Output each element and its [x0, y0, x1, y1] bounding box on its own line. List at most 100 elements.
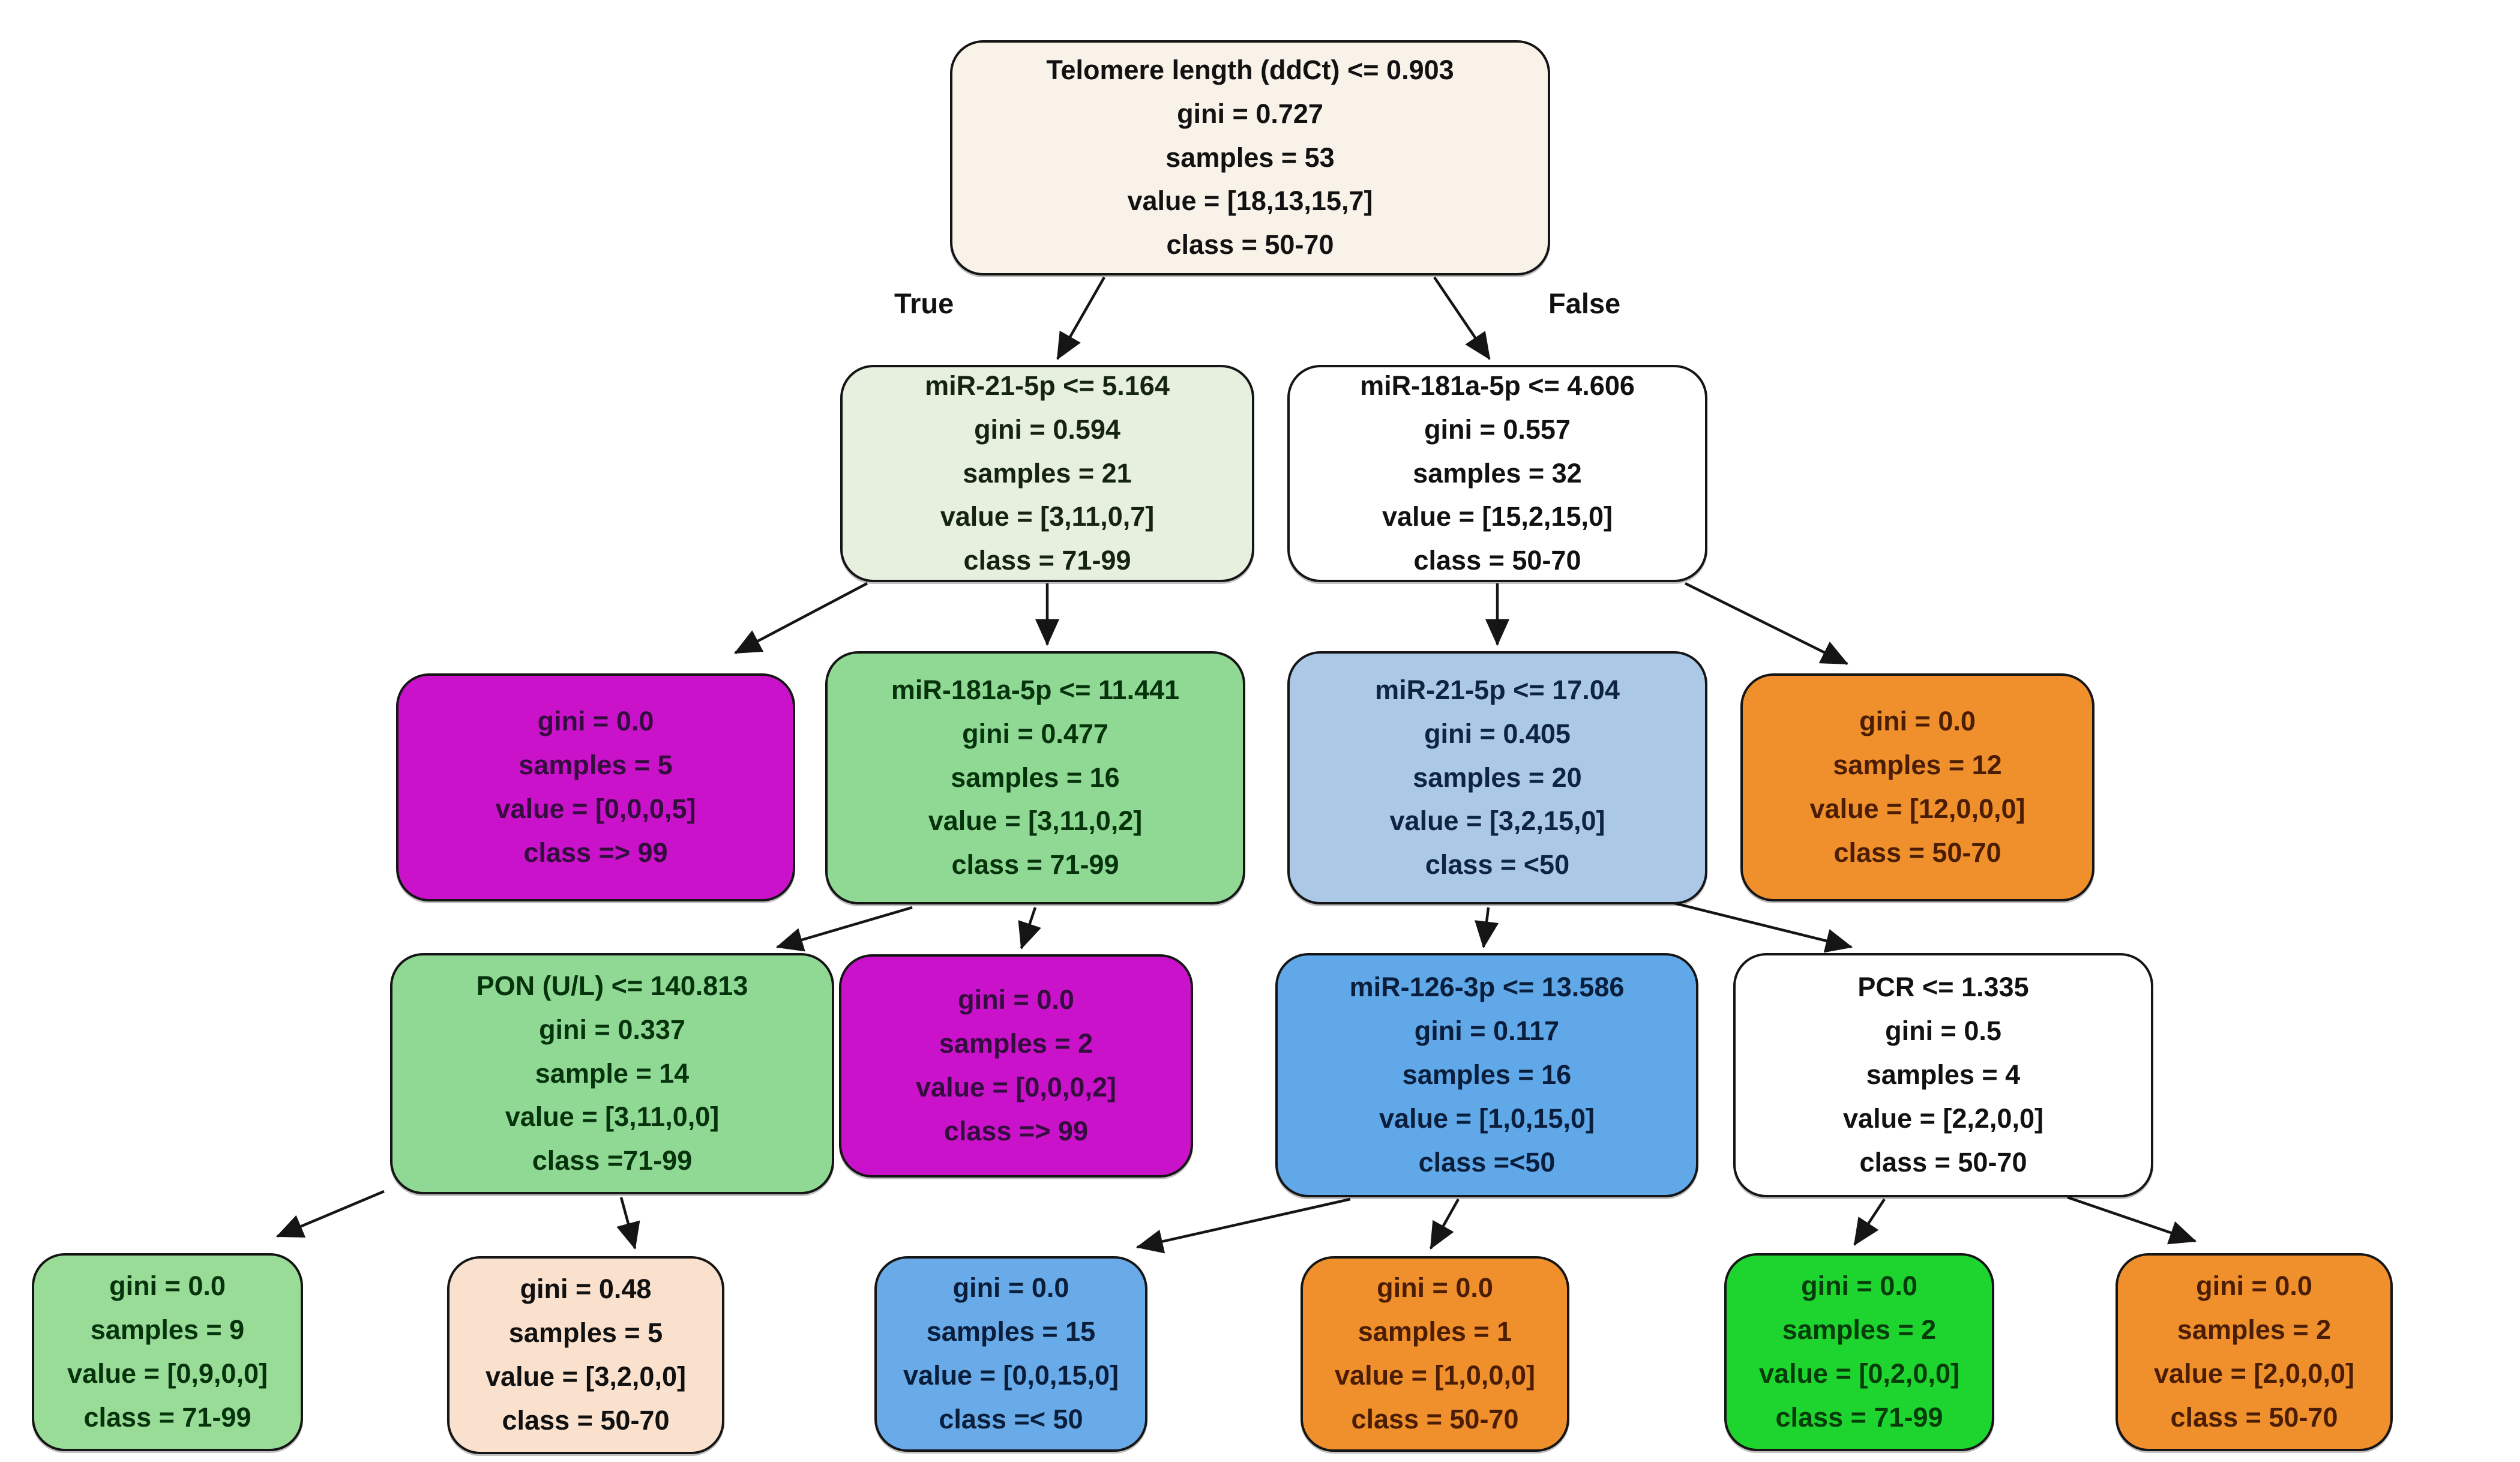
node-class: class = 50-70	[1859, 1146, 2027, 1178]
node-condition: miR-126-3p <= 13.586	[1349, 972, 1625, 1003]
edge-mir181a11-to-leaf-magenta2	[1018, 907, 1041, 950]
node-samples: samples = 2	[939, 1028, 1093, 1059]
node-leaf-orange-12: gini = 0.0 samples = 12 value = [12,0,0,…	[1740, 673, 2094, 901]
node-class: class = 50-70	[502, 1404, 670, 1436]
node-samples: samples = 5	[519, 750, 673, 781]
node-gini: gini = 0.0	[537, 706, 654, 737]
edge-pcr-to-leaf5	[1853, 1198, 1886, 1246]
node-value: value = [12,0,0,0]	[1809, 793, 2025, 824]
node-gini: gini = 0.0	[952, 1272, 1069, 1304]
node-condition: miR-181a-5p <= 4.606	[1360, 370, 1635, 401]
node-gini: gini = 0.594	[974, 414, 1120, 445]
node-gini: gini = 0.0	[1801, 1271, 1917, 1302]
node-samples: samples = 1	[1358, 1316, 1512, 1347]
node-class: class => 99	[523, 837, 668, 868]
node-condition: miR-21-5p <= 5.164	[925, 370, 1170, 401]
edge-mir21b-to-mir126	[1475, 907, 1499, 949]
node-samples: samples = 9	[90, 1314, 245, 1346]
node-samples: samples = 16	[951, 762, 1120, 793]
node-leaf-green-9: gini = 0.0 samples = 9 value = [0,9,0,0]…	[32, 1253, 303, 1451]
edge-pcr-to-leaf6	[2067, 1196, 2197, 1245]
node-gini: gini = 0.0	[1859, 706, 1976, 737]
node-samples: samples = 16	[1402, 1059, 1572, 1090]
node-samples: samples = 15	[926, 1316, 1096, 1347]
node-mir181a-5p: miR-181a-5p <= 4.606 gini = 0.557 sample…	[1287, 365, 1707, 582]
node-samples: samples = 53	[1165, 142, 1335, 173]
node-samples: samples = 32	[1413, 457, 1582, 489]
edge-mir21-to-leaf-magenta1	[734, 582, 868, 654]
node-samples: samples = 2	[1782, 1314, 1937, 1346]
node-mir21-5p-17: miR-21-5p <= 17.04 gini = 0.405 samples …	[1287, 651, 1707, 904]
node-value: value = [3,11,0,7]	[940, 501, 1155, 532]
node-class: class = 71-99	[951, 849, 1119, 880]
node-value: value = [0,0,15,0]	[903, 1360, 1119, 1391]
node-value: value = [18,13,15,7]	[1127, 185, 1373, 217]
node-value: value = [3,11,0,2]	[928, 805, 1143, 837]
node-mir126-3p: miR-126-3p <= 13.586 gini = 0.117 sample…	[1275, 953, 1698, 1197]
edge-mir21b-to-pcr	[1674, 901, 1853, 953]
edge-mir126-to-leaf3	[1135, 1197, 1351, 1254]
node-value: value = [0,0,0,5]	[495, 793, 696, 824]
node-leaf-brightgreen-2: gini = 0.0 samples = 2 value = [0,2,0,0]…	[1724, 1253, 1994, 1451]
node-root-telomere: Telomere length (ddCt) <= 0.903 gini = 0…	[950, 40, 1550, 275]
node-class: class =<50	[1418, 1146, 1556, 1178]
node-class: class = <50	[1425, 849, 1570, 880]
edge-mir181a-to-leaf-orange1	[1684, 582, 1849, 666]
node-class: class = 50-70	[1351, 1403, 1519, 1434]
node-class: class =71-99	[532, 1145, 693, 1176]
node-value: value = [2,0,0,0]	[2154, 1358, 2354, 1389]
node-value: value = [3,2,0,0]	[486, 1361, 686, 1392]
node-class: class = 50-70	[1413, 545, 1581, 576]
edge-mir181a11-to-pon	[775, 906, 913, 952]
edge-pon-to-leaf2	[616, 1197, 640, 1250]
node-leaf-magenta-gt99: gini = 0.0 samples = 5 value = [0,0,0,5]…	[396, 673, 795, 901]
node-samples: samples = 12	[1833, 750, 2002, 781]
node-gini: gini = 0.5	[1885, 1015, 2001, 1047]
node-class: class =< 50	[939, 1403, 1083, 1434]
node-gini: gini = 0.0	[1377, 1272, 1493, 1304]
node-gini: gini = 0.48	[520, 1274, 652, 1305]
edge-root-to-mir21	[1056, 276, 1105, 360]
node-class: class = 50-70	[1166, 229, 1334, 260]
node-leaf-orange-2: gini = 0.0 samples = 2 value = [2,0,0,0]…	[2116, 1253, 2393, 1451]
edge-label-true: True	[894, 287, 954, 319]
node-condition: Telomere length (ddCt) <= 0.903	[1046, 54, 1454, 85]
node-value: value = [0,0,0,2]	[916, 1072, 1116, 1103]
node-gini: gini = 0.0	[2196, 1271, 2312, 1302]
node-samples: samples = 4	[1866, 1059, 2021, 1090]
node-pcr: PCR <= 1.335 gini = 0.5 samples = 4 valu…	[1733, 953, 2153, 1197]
node-condition: miR-181a-5p <= 11.441	[891, 674, 1180, 705]
edge-label-false: False	[1548, 287, 1621, 319]
node-value: value = [0,9,0,0]	[67, 1358, 268, 1389]
node-class: class = 50-70	[2170, 1401, 2338, 1433]
edge-mir126-to-leaf4	[1430, 1198, 1460, 1250]
node-class: class = 50-70	[1833, 837, 2001, 868]
node-class: class = 71-99	[83, 1401, 251, 1433]
node-samples: samples = 2	[2177, 1314, 2332, 1346]
node-gini: gini = 0.337	[539, 1014, 685, 1045]
node-leaf-magenta2-gt99: gini = 0.0 samples = 2 value = [0,0,0,2]…	[839, 954, 1193, 1178]
node-mir181a-5p-11: miR-181a-5p <= 11.441 gini = 0.477 sampl…	[825, 651, 1245, 904]
node-samples: samples = 5	[508, 1317, 663, 1349]
node-mir21-5p: miR-21-5p <= 5.164 gini = 0.594 samples …	[840, 365, 1254, 582]
node-samples: samples = 20	[1413, 762, 1582, 793]
node-leaf-orange-1: gini = 0.0 samples = 1 value = [1,0,0,0]…	[1301, 1256, 1569, 1452]
node-class: class = 71-99	[963, 545, 1131, 576]
node-samples: sample = 14	[535, 1057, 690, 1089]
node-leaf-peach-5: gini = 0.48 samples = 5 value = [3,2,0,0…	[447, 1256, 724, 1454]
node-condition: PCR <= 1.335	[1857, 972, 2029, 1003]
node-value: value = [0,2,0,0]	[1759, 1358, 1959, 1389]
node-value: value = [2,2,0,0]	[1843, 1103, 2043, 1134]
edge-pon-to-leaf1	[275, 1190, 385, 1238]
node-condition: PON (U/L) <= 140.813	[476, 970, 748, 1001]
node-value: value = [1,0,15,0]	[1379, 1103, 1595, 1134]
node-gini: gini = 0.477	[962, 718, 1108, 749]
node-value: value = [3,2,15,0]	[1389, 805, 1605, 837]
node-gini: gini = 0.117	[1414, 1015, 1560, 1047]
edge-root-to-mir181a	[1433, 276, 1491, 360]
node-pon: PON (U/L) <= 140.813 gini = 0.337 sample…	[390, 953, 834, 1194]
node-value: value = [3,11,0,0]	[505, 1101, 720, 1133]
node-class: class = 71-99	[1775, 1401, 1943, 1433]
